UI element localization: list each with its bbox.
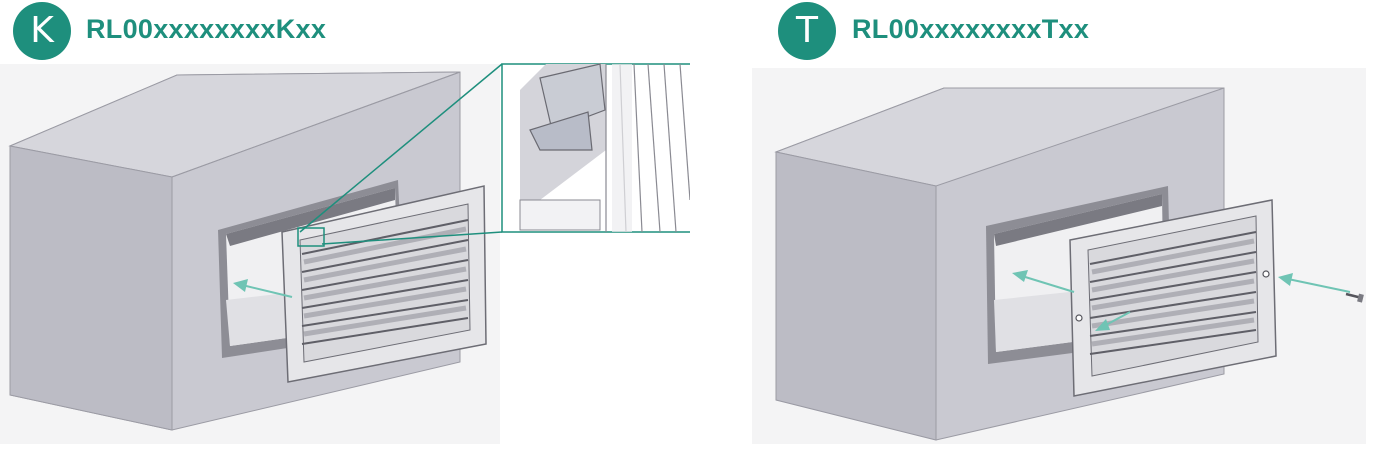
insert-arrow-k xyxy=(233,279,293,298)
model-code-k: RL00xxxxxxxxKxx xyxy=(86,14,327,44)
panel-k: K RL00xxxxxxxxKxx xyxy=(0,2,690,444)
panel-t: T RL00xxxxxxxxTxx xyxy=(690,0,1378,454)
screw-icon xyxy=(1345,292,1364,303)
clip-detail-callout xyxy=(297,63,690,247)
badge-k: K xyxy=(13,2,71,60)
grille-k xyxy=(281,185,487,383)
insert-arrows-t xyxy=(1012,270,1351,331)
badge-t-letter: T xyxy=(796,10,818,51)
model-code-t: RL00xxxxxxxxTxx xyxy=(852,14,1090,44)
badge-t: T xyxy=(778,2,836,60)
illustration-k xyxy=(0,63,690,444)
badge-k-letter: K xyxy=(30,10,54,51)
grille-t xyxy=(1069,199,1277,397)
illustration-t xyxy=(752,68,1366,444)
